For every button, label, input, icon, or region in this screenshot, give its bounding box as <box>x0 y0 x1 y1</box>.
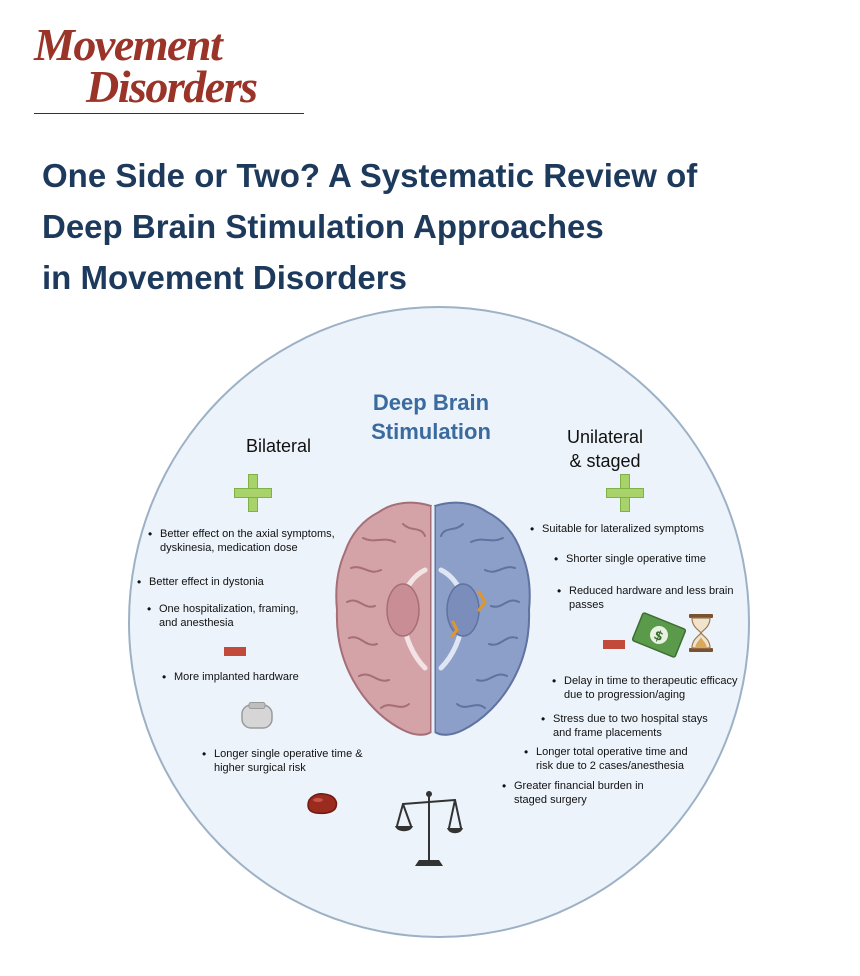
bilateral-pro-item: • One hospitalization, framing, and anes… <box>147 602 304 630</box>
blood-drop-icon <box>307 793 338 815</box>
article-title: One Side or Two? A Systematic Review of … <box>42 150 842 303</box>
unilateral-pro-item: • Suitable for lateralized symptoms <box>530 522 722 536</box>
bilateral-plus-icon <box>234 474 272 512</box>
bilateral-con-text: Longer single operative time & higher su… <box>214 748 363 774</box>
money-bill-icon: $ <box>632 612 686 658</box>
bilateral-pro-text: One hospitalization, framing, and anesth… <box>159 603 299 629</box>
title-line-3: in Movement Disorders <box>42 259 407 296</box>
pulse-generator-icon <box>241 702 273 729</box>
unilateral-heading: Unilateral & staged <box>566 427 644 471</box>
title-line-2: Deep Brain Stimulation Approaches <box>42 208 604 245</box>
brain-illustration <box>335 501 531 736</box>
bilateral-minus-icon <box>224 647 246 656</box>
unilateral-con-text: Longer total operative time and risk due… <box>536 746 688 772</box>
unilateral-con-item: • Stress due to two hospital stays and f… <box>541 712 718 740</box>
bilateral-con-item: • Longer single operative time & higher … <box>202 747 363 774</box>
unilateral-con-item: • Longer total operative time and risk d… <box>524 745 701 773</box>
hourglass-icon <box>689 614 713 652</box>
bilateral-con-item: • More implanted hardware <box>162 670 314 684</box>
bilateral-heading: Bilateral <box>246 436 312 456</box>
bilateral-pro-text: Better effect on the axial symptoms, dys… <box>160 528 335 554</box>
unilateral-pro-text: Suitable for lateralized symptoms <box>542 523 705 535</box>
logo-line-1: Movement <box>34 19 223 70</box>
unilateral-con-item: • Greater financial burden in staged sur… <box>502 779 674 807</box>
bilateral-pro-text: Better effect in dystonia <box>149 576 264 588</box>
dbs-heading: Deep Brain Stimulation <box>371 390 491 444</box>
unilateral-con-text: Delay in time to therapeutic efficacy du… <box>564 675 738 701</box>
unilateral-pro-item: • Shorter single operative time <box>554 552 726 566</box>
unilateral-con-text: Greater financial burden in staged surge… <box>514 780 644 806</box>
bilateral-pro-item: • Better effect in dystonia <box>137 575 309 589</box>
logo-line-2: Disorders <box>86 61 258 112</box>
title-line-1: One Side or Two? A Systematic Review of <box>42 157 698 194</box>
unilateral-pro-item: • Reduced hardware and less brain passes <box>557 584 739 612</box>
unilateral-pro-text: Shorter single operative time <box>566 553 707 565</box>
bilateral-pro-item: • Better effect on the axial symptoms, d… <box>148 527 365 555</box>
bilateral-con-text: More implanted hardware <box>174 671 299 683</box>
unilateral-pro-text: Reduced hardware and less brain passes <box>569 585 734 611</box>
unilateral-minus-icon <box>603 640 625 649</box>
balance-scale-icon <box>395 791 463 866</box>
logo-divider <box>34 113 304 114</box>
unilateral-con-text: Stress due to two hospital stays and fra… <box>553 713 708 739</box>
unilateral-plus-icon <box>606 474 644 512</box>
unilateral-con-item: • Delay in time to therapeutic efficacy … <box>552 674 738 701</box>
